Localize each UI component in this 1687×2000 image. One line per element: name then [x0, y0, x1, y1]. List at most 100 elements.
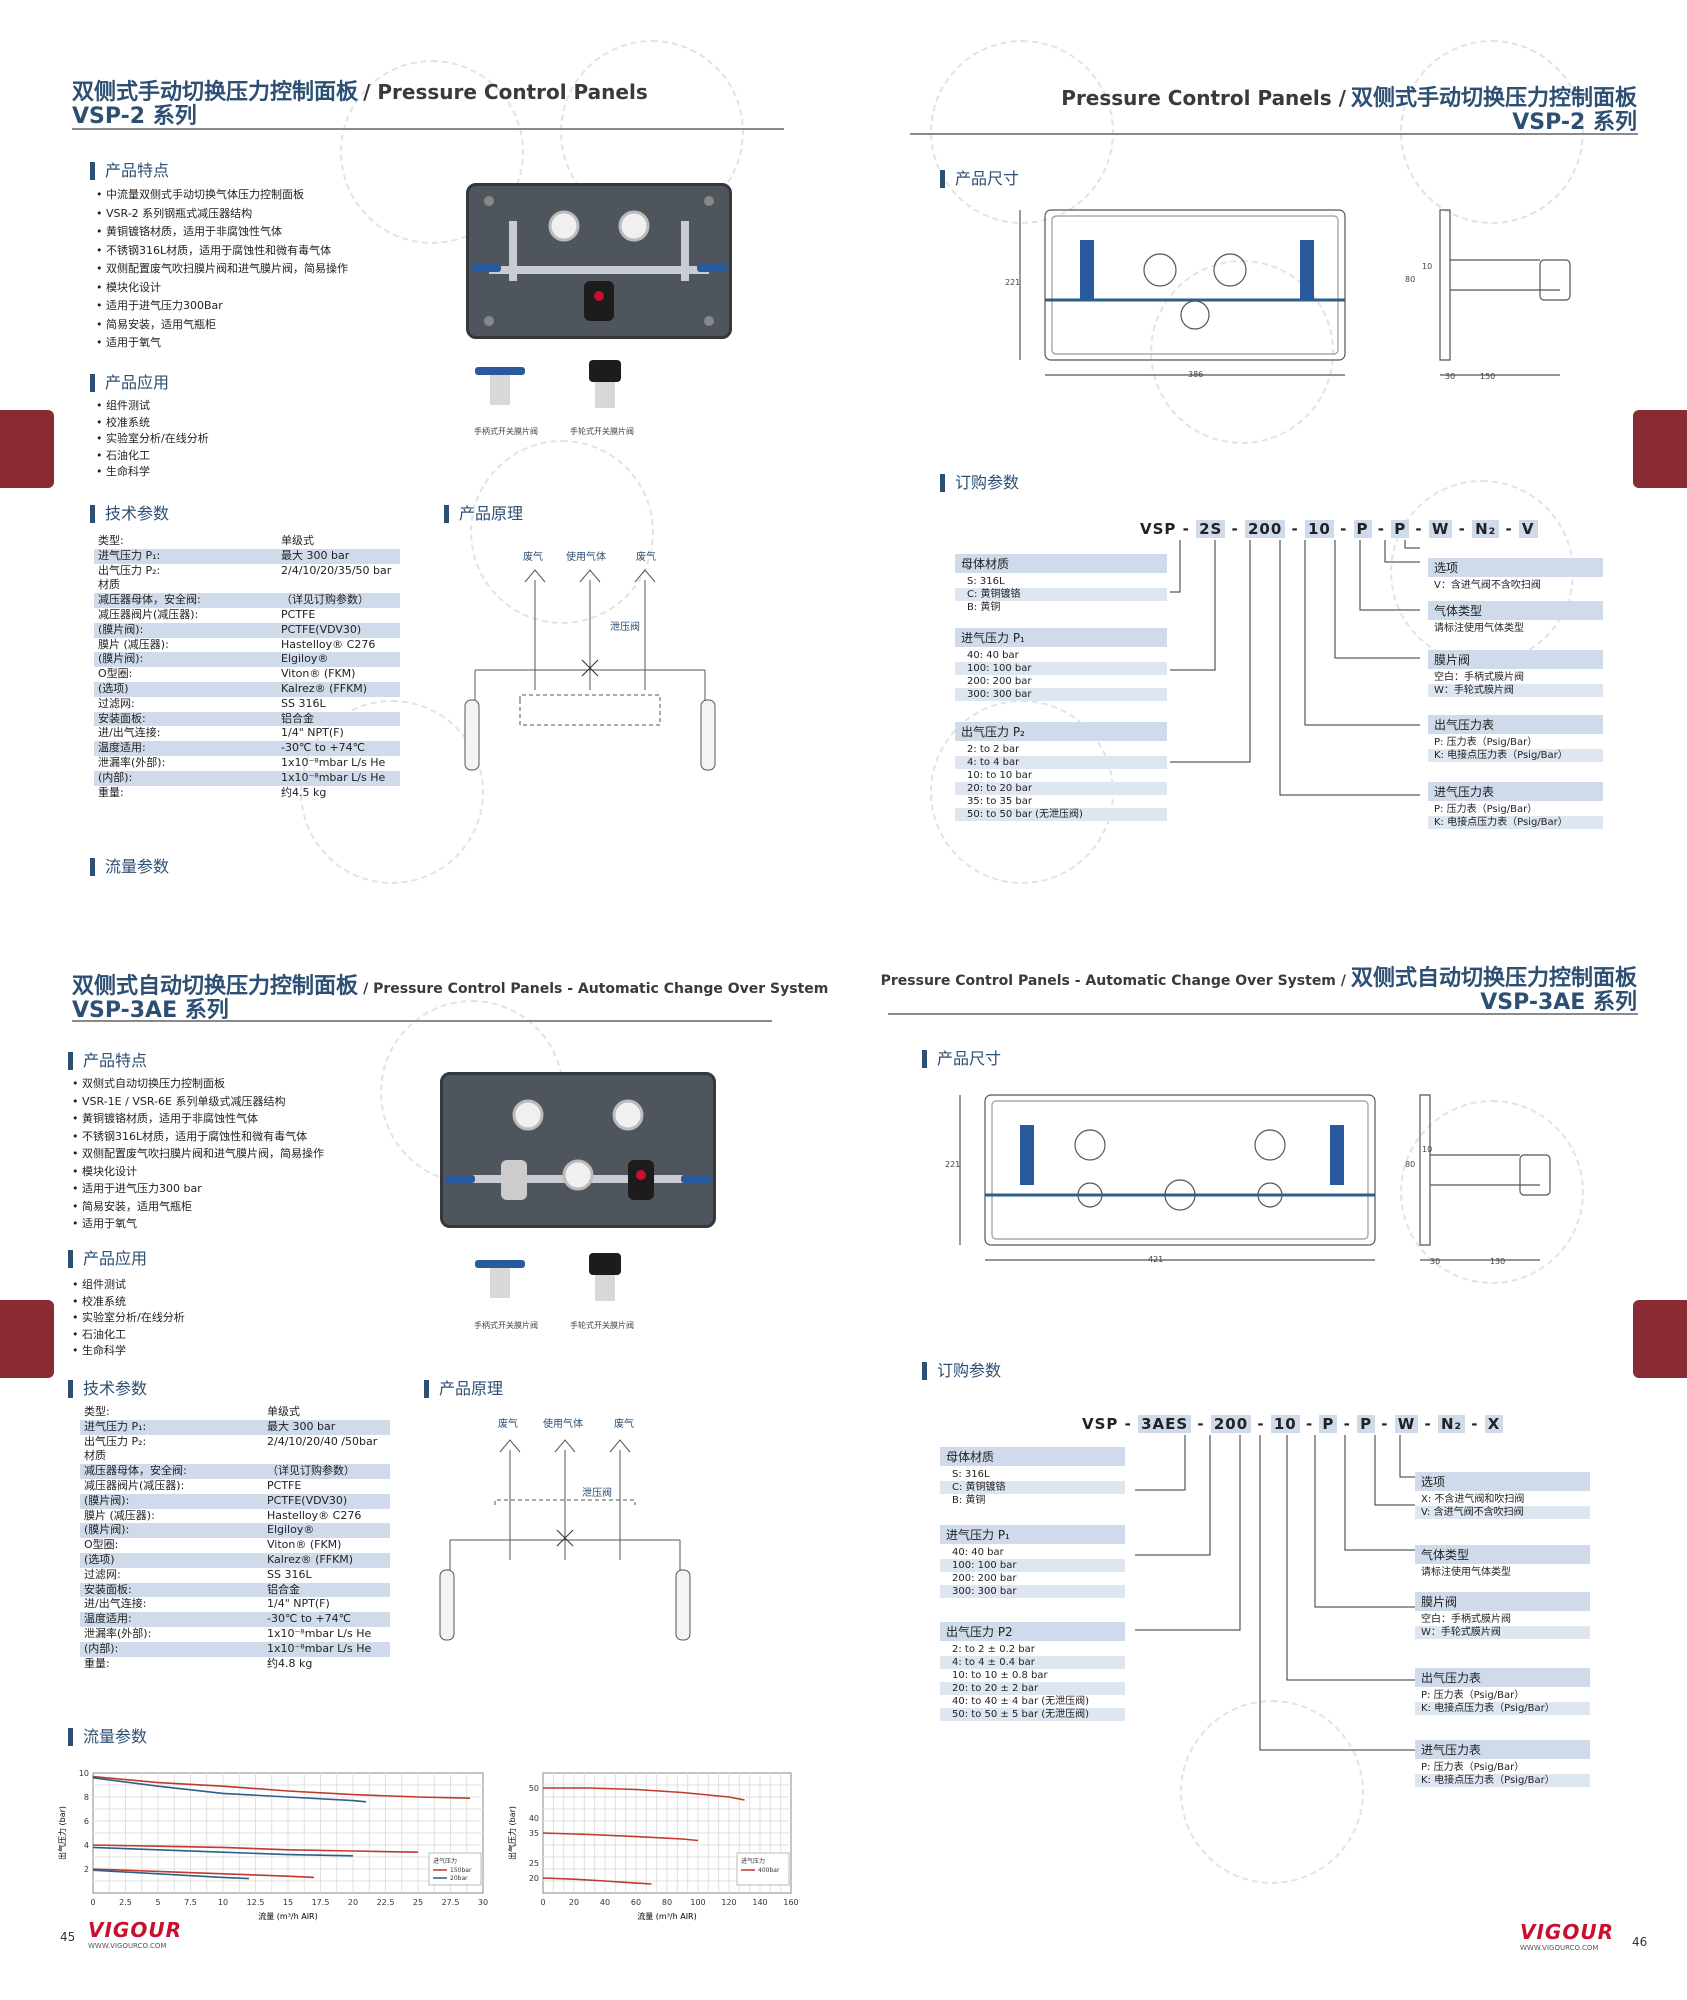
page-title: Pressure Control Panels - Automatic Chan…	[881, 960, 1637, 992]
spec-value: （详见订购参数）	[277, 593, 400, 608]
order-group-head: 进气压力表	[1428, 782, 1603, 801]
spec-row: 过滤网:SS 316L	[94, 697, 400, 712]
page-title: 双侧式手动切换压力控制面板 / Pressure Control Panels	[72, 74, 648, 106]
spec-value: Elgiloy®	[277, 652, 400, 668]
list-item: 适用于进气压力300Bar	[96, 297, 348, 316]
order-connector-lines	[1170, 540, 1420, 796]
order-group-head: 进气压力 P₁	[940, 1525, 1125, 1544]
spec-label: 出气压力 P₂:	[98, 563, 161, 577]
spec-label: (膜片阀):	[94, 622, 277, 638]
spec-label: O型圈:	[98, 667, 133, 681]
x-tick-label: 120	[721, 1898, 736, 1907]
spec-heading: 技术参数	[68, 1380, 147, 1398]
spec-label: 泄漏率(外部):	[98, 755, 166, 769]
list-item: 不锈钢316L材质，适用于腐蚀性和微有毒气体	[72, 1128, 324, 1146]
spec-label: 过滤网:	[98, 696, 135, 710]
spec-row: 安装面板:铝合金	[94, 711, 400, 727]
logo-text: VIGOUR	[1520, 1920, 1614, 1944]
order-option: 20: to 20 bar	[955, 782, 1167, 795]
spec-value: 1x10⁻⁸mbar L/s He	[281, 755, 386, 769]
title-rule	[72, 128, 784, 130]
order-option: 请标注使用气体类型	[1434, 623, 1524, 634]
order-option: 50: to 50 ± 5 bar (无泄压阀)	[940, 1708, 1125, 1721]
order-option: 20: to 20 ± 2 bar	[940, 1682, 1125, 1695]
order-option: K: 电接点压力表（Psig/Bar）	[1415, 1702, 1590, 1715]
series-line	[542, 1832, 699, 1842]
spec-heading: 技术参数	[90, 505, 169, 523]
spec-row: (内部):1x10⁻⁸mbar L/s He	[94, 770, 400, 786]
y-tick-label: 20	[529, 1874, 539, 1883]
spec-row: (膜片阀):Elgiloy®	[80, 1523, 390, 1539]
spec-value: PCTFE	[267, 1478, 302, 1492]
spec-label: (膜片阀):	[80, 1523, 263, 1539]
size-heading: 产品尺寸	[922, 1050, 1001, 1068]
y-tick-label: 2	[84, 1865, 89, 1874]
spec-row: 膜片 (减压器):Hastelloy® C276	[80, 1509, 390, 1524]
brand-logo: VIGOUR WWW.VIGOURCO.COM	[1520, 1920, 1614, 1952]
spec-value: 1/4" NPT(F)	[267, 1597, 330, 1611]
spec-value: 铝合金	[277, 711, 400, 727]
page-title: 双侧式自动切换压力控制面板 / Pressure Control Panels …	[72, 968, 828, 1000]
order-group-head: 母体材质	[955, 554, 1167, 573]
spec-value: 最大 300 bar	[263, 1419, 390, 1435]
spec-label: 类型:	[84, 1405, 110, 1418]
spec-value: 1/4" NPT(F)	[281, 726, 344, 740]
spec-label: (内部):	[80, 1641, 263, 1657]
order-option: K: 电接点压力表（Psig/Bar）	[1415, 1774, 1590, 1787]
code-segment: W	[1394, 1415, 1419, 1433]
list-item: 校准系统	[96, 415, 209, 432]
order-option: 200: 200 bar	[967, 676, 1032, 687]
logo-text: VIGOUR	[88, 1918, 182, 1942]
spec-value: PCTFE(VDV30)	[277, 622, 400, 638]
order-option: P: 压力表（Psig/Bar）	[1434, 737, 1538, 748]
spec-label: 温度适用:	[80, 1612, 263, 1627]
order-option: 200: 200 bar	[952, 1573, 1017, 1584]
x-tick-label: 10	[218, 1898, 228, 1907]
dim-depth-b: 10	[1422, 1145, 1433, 1154]
spec-value: （详见订购参数）	[263, 1464, 390, 1479]
page-number: 45	[60, 1930, 76, 1944]
order-option: S: 316L	[967, 576, 1005, 587]
spec-value: -30℃ to +74℃	[263, 1612, 390, 1627]
x-tick-label: 40	[600, 1898, 610, 1907]
list-item: 双侧式自动切换压力控制面板	[72, 1075, 324, 1093]
list-item: 黄铜镀铬材质，适用于非腐蚀性气体	[96, 223, 348, 242]
series-line	[92, 1846, 354, 1857]
spec-label: (选项)	[94, 681, 277, 697]
order-group-head: 出气压力 P₂	[955, 722, 1167, 741]
spec-label: 类型:	[98, 534, 124, 547]
spec-value	[277, 578, 400, 593]
spec-label: 过滤网:	[84, 1567, 121, 1581]
order-option: P: 压力表（Psig/Bar）	[1434, 804, 1538, 815]
order-group-head: 出气压力表	[1428, 715, 1603, 734]
principle-label-waste-1: 废气	[498, 1419, 518, 1430]
order-option: 50: to 50 bar (无泄压阀)	[955, 808, 1167, 821]
series-line	[543, 1787, 745, 1801]
series-line	[92, 1775, 471, 1799]
list-item: 适用于氧气	[96, 334, 348, 353]
x-tick-label: 25	[413, 1898, 423, 1907]
spec-value: 约4.8 kg	[267, 1656, 313, 1670]
x-tick-label: 140	[752, 1898, 767, 1907]
features-list: 双侧式自动切换压力控制面板VSR-1E / VSR-6E 系列单级式减压器结构黄…	[72, 1075, 324, 1233]
y-tick-label: 8	[84, 1793, 89, 1802]
order-option: 10: to 10 ± 0.8 bar	[952, 1670, 1048, 1681]
code-segment: VSP	[1082, 1415, 1119, 1433]
spec-value: 约4.5 kg	[281, 785, 327, 799]
spec-row: 出气压力 P₂:2/4/10/20/35/50 bar	[94, 564, 400, 579]
x-tick-label: 160	[783, 1898, 798, 1907]
dim-side-a: 30	[1445, 372, 1456, 381]
order-option: 40: 40 bar	[967, 650, 1019, 661]
order-group-head: 出气压力表	[1415, 1668, 1590, 1687]
brand-logo: VIGOUR WWW.VIGOURCO.COM	[88, 1918, 182, 1950]
dim-height: 221	[1005, 278, 1021, 287]
product-photo-panel	[466, 183, 732, 339]
page-number: 46	[1632, 1935, 1648, 1949]
title-cn: 双侧式自动切换压力控制面板	[72, 974, 359, 999]
list-item: 校准系统	[72, 1294, 185, 1311]
code-segment: P	[1353, 520, 1372, 538]
